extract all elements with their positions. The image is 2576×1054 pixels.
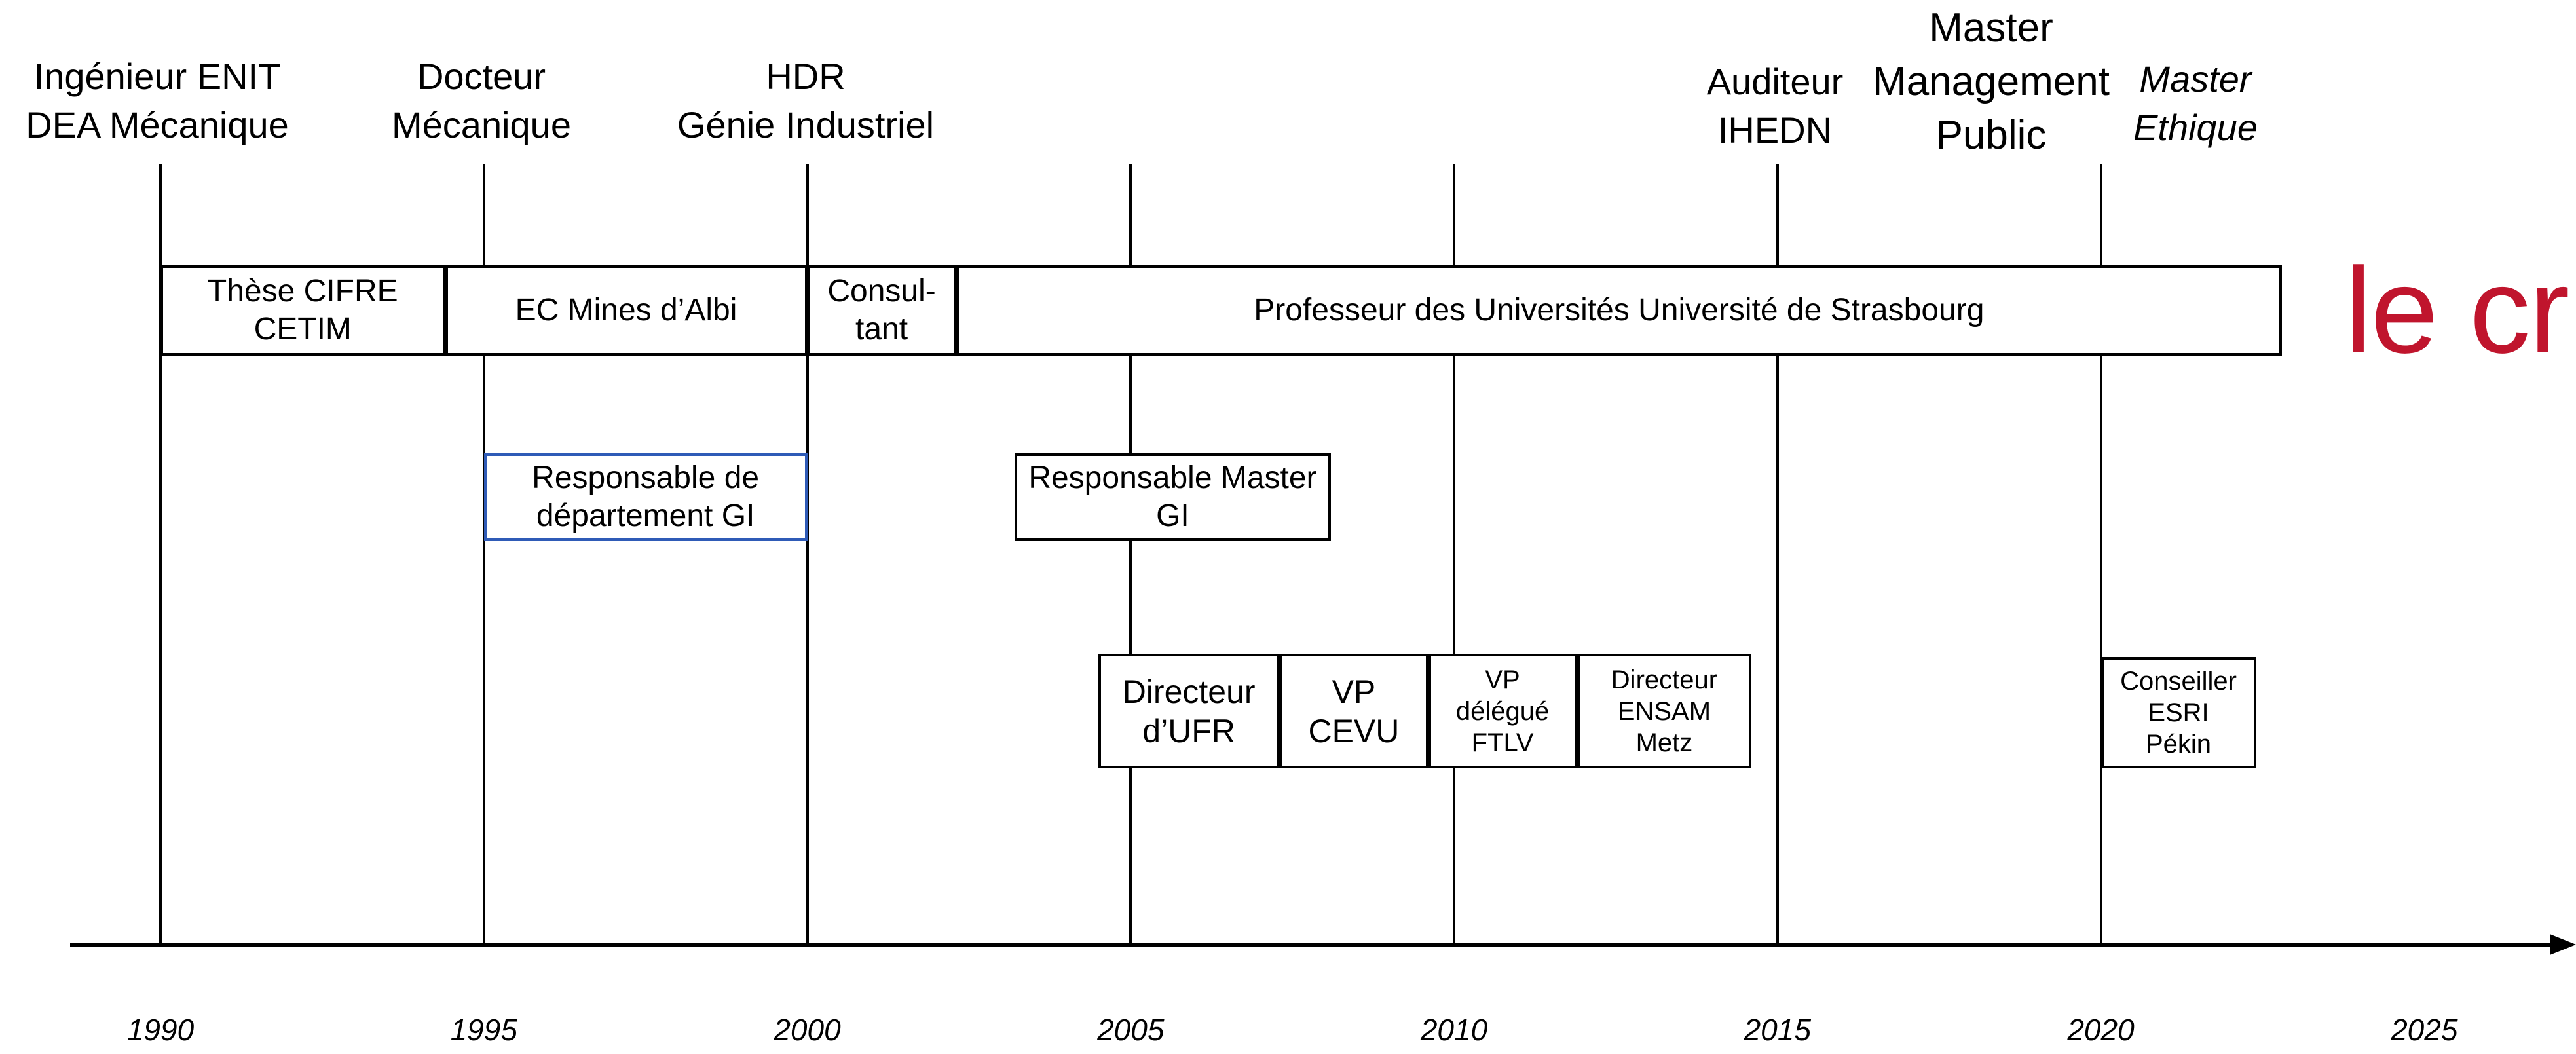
responsibility-box: Responsable de département GI — [483, 453, 808, 541]
institution-logo: le cr — [2345, 250, 2569, 372]
degree-label: Master Ethique — [2133, 58, 2258, 148]
position-box: Conseiller ESRI Pékin — [2100, 657, 2256, 768]
position-box: VP délégué FTLV — [1428, 654, 1577, 768]
career-period-box: EC Mines d’Albi — [445, 265, 808, 356]
year-tick-label: 1990 — [126, 1013, 195, 1047]
year-tick-label: 2015 — [1744, 1013, 1811, 1047]
year-gridline — [159, 164, 162, 947]
time-axis-line — [70, 943, 2552, 947]
year-tick-label: 1995 — [450, 1013, 517, 1047]
position-box: Directeur ENSAM Metz — [1577, 654, 1752, 768]
responsibility-box: Responsable Master GI — [1014, 453, 1332, 541]
career-period-box: Consul- tant — [807, 265, 956, 356]
year-tick-label: 2005 — [1097, 1013, 1165, 1047]
career-period-box: Thèse CIFRE CETIM — [160, 265, 445, 356]
position-box: Directeur d’UFR — [1098, 654, 1280, 768]
time-axis-arrowhead — [2550, 934, 2576, 955]
year-gridline — [2099, 164, 2102, 947]
year-tick-label: 2020 — [2067, 1013, 2135, 1047]
degree-label: Ingénieur ENIT DEA Mécanique — [26, 56, 289, 145]
year-gridline — [482, 164, 485, 947]
year-gridline — [1453, 164, 1455, 947]
degree-label: HDR Génie Industriel — [677, 56, 935, 145]
career-period-box: Professeur des Universités Université de… — [956, 265, 2282, 356]
year-gridline — [1776, 164, 1779, 947]
degree-label: Master Management Public — [1873, 5, 2110, 158]
year-gridline — [1129, 164, 1132, 947]
year-tick-label: 2010 — [1420, 1013, 1488, 1047]
year-tick-label: 2025 — [2391, 1013, 2458, 1047]
degree-label: Auditeur IHEDN — [1706, 61, 1844, 151]
degree-label: Docteur Mécanique — [392, 56, 571, 145]
position-box: VP CEVU — [1279, 654, 1428, 768]
year-tick-label: 2000 — [774, 1013, 841, 1047]
year-gridline — [806, 164, 809, 947]
